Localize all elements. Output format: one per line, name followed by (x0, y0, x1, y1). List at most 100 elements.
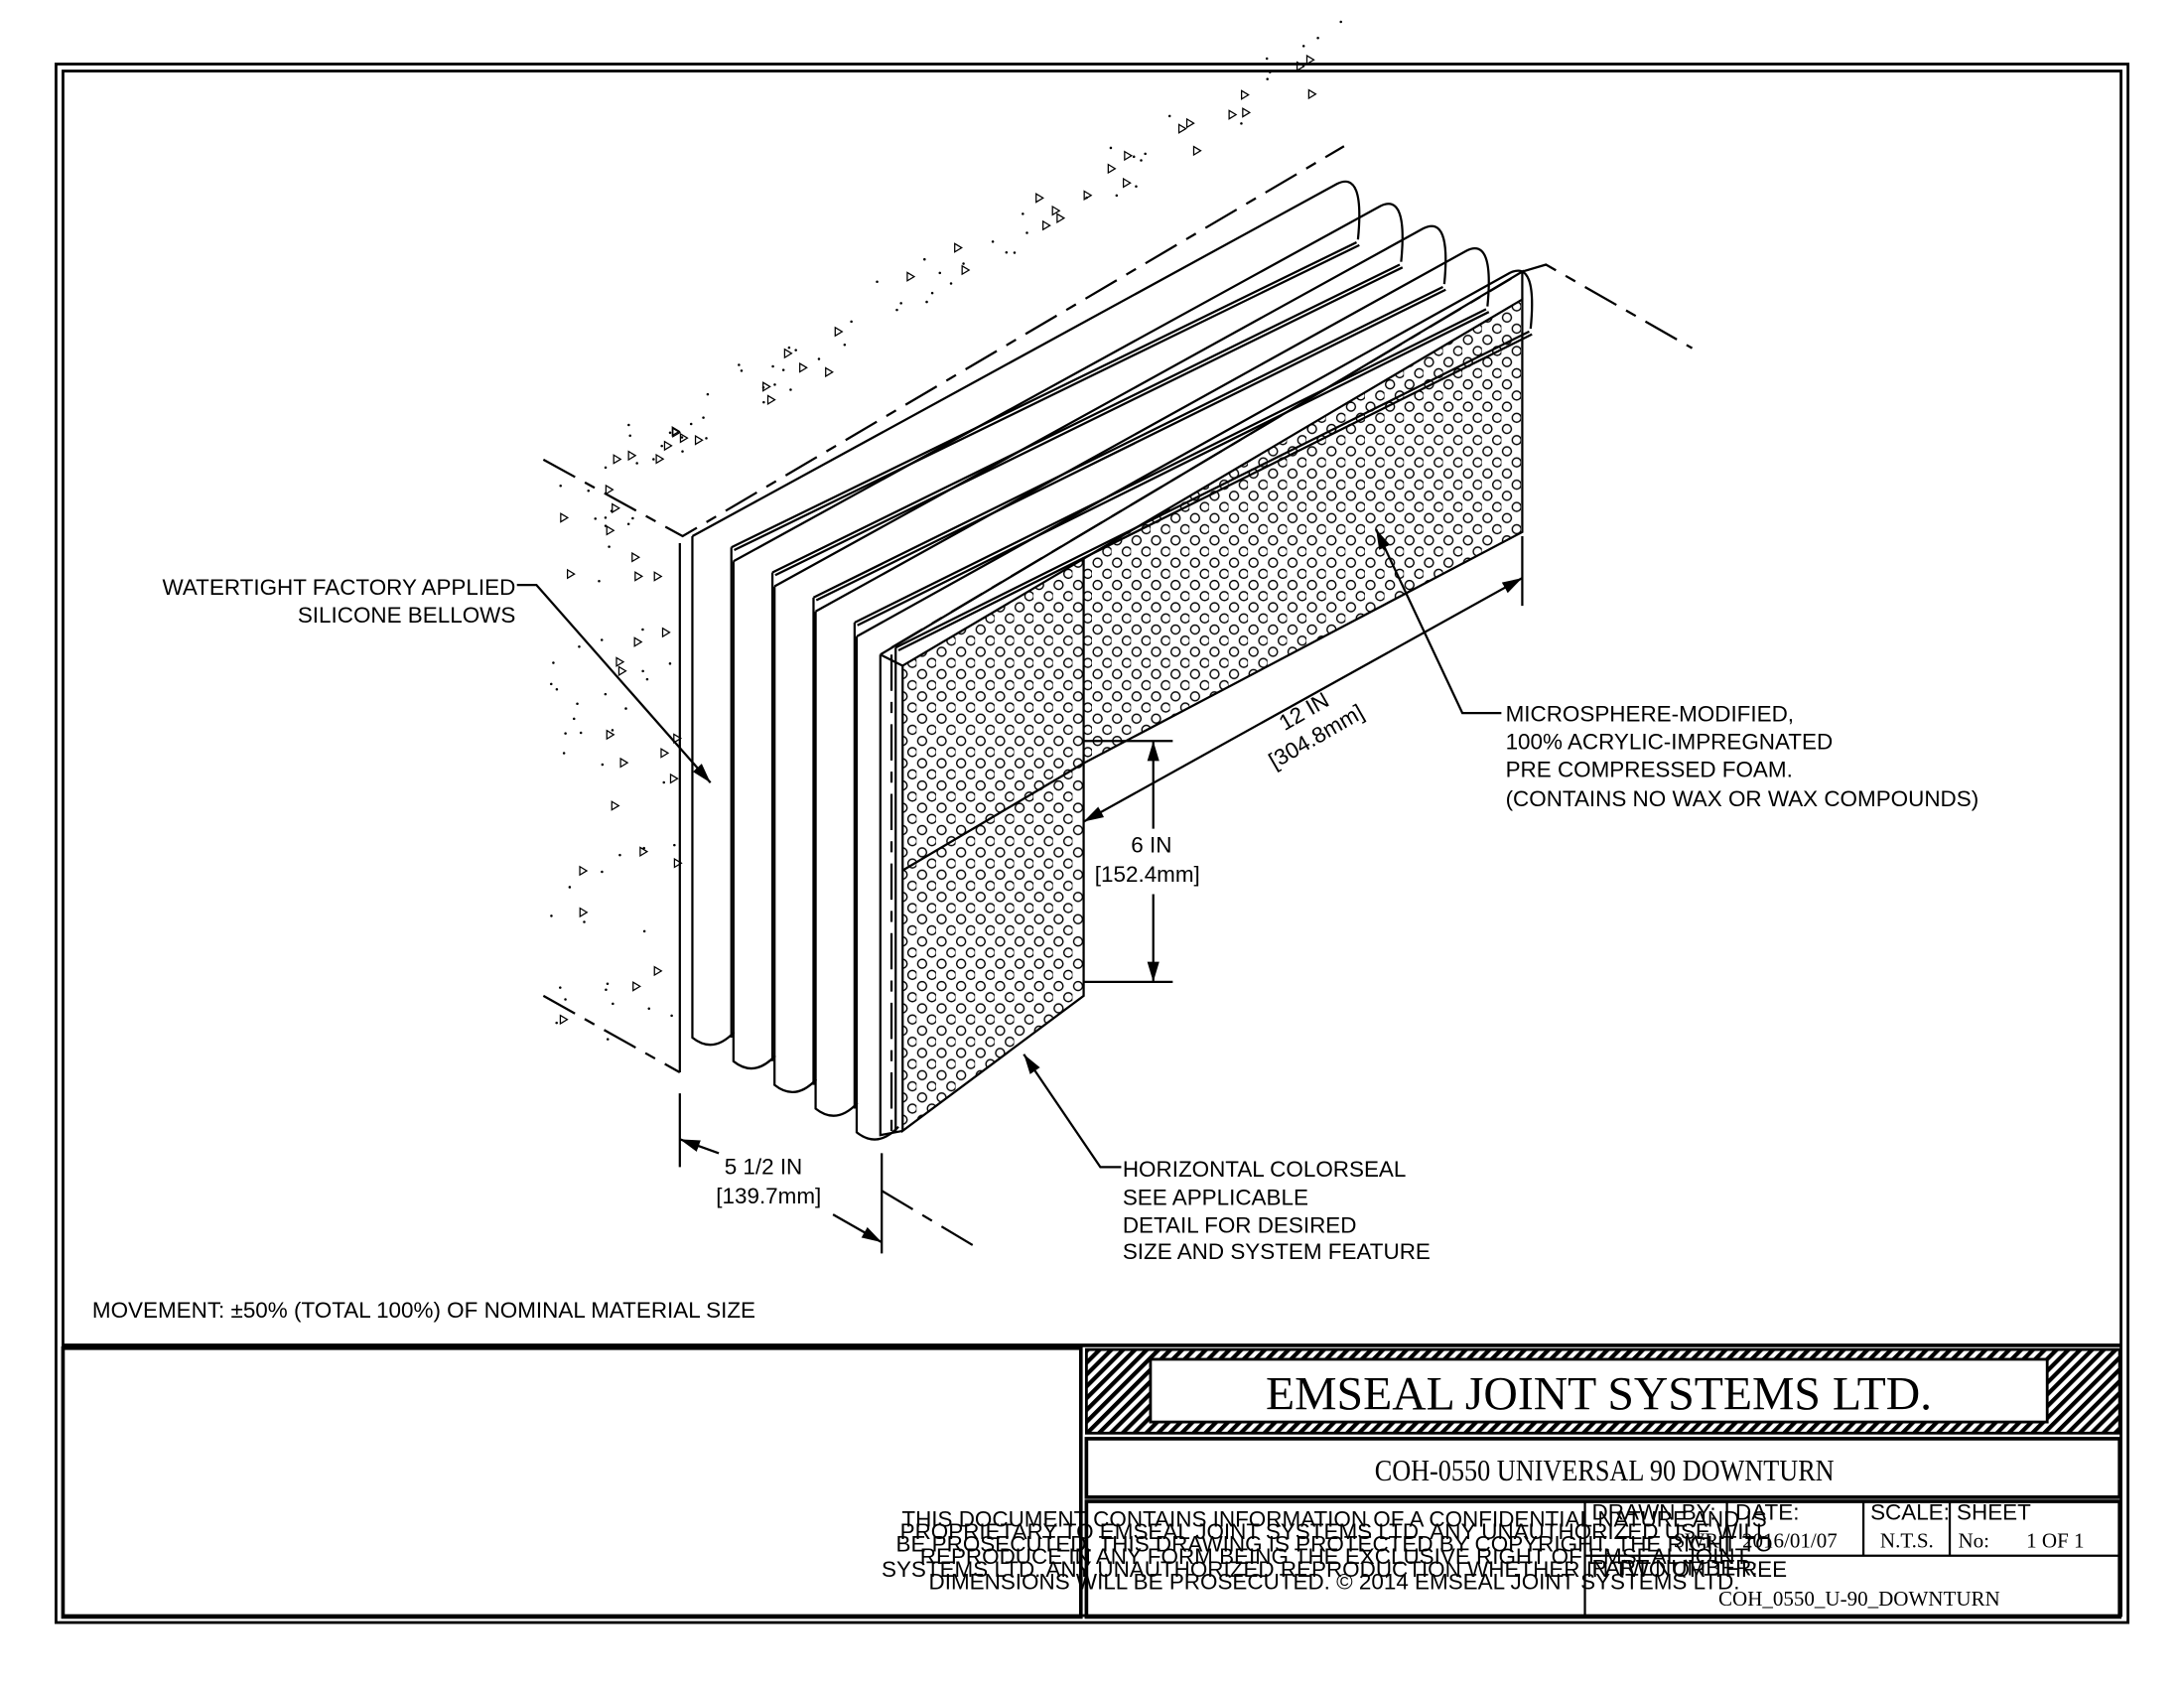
aggregate-mark (1192, 145, 1202, 157)
aggregate-mark (559, 1014, 569, 1026)
aggregate-mark (613, 454, 622, 465)
extension-line (881, 1190, 976, 1248)
aggregate-mark (1140, 159, 1143, 162)
aggregate-mark (1022, 212, 1024, 215)
sheet-value: 1 OF 1 (2026, 1528, 2084, 1552)
aggregate-mark (555, 688, 559, 691)
aggregate-mark (949, 282, 953, 285)
bellows-valley (734, 243, 1360, 552)
aggregate-mark (694, 434, 704, 446)
note-foam: MICROSPHERE-MODIFIED, 100% ACRYLIC-IMPRE… (1375, 528, 1979, 811)
aggregate-mark (606, 524, 615, 536)
aggregate-mark (615, 656, 625, 667)
aggregate-mark (1167, 114, 1171, 118)
aggregate-mark (702, 416, 705, 419)
aggregate-mark (925, 300, 928, 304)
aggregate-mark (794, 349, 797, 352)
title-block: EMSEAL JOINT SYSTEMS LTD. COH-0550 UNIVE… (61, 1343, 2121, 1619)
aggregate-mark (647, 1007, 651, 1011)
aggregate-mark (930, 291, 934, 295)
disclaimer-line: BE PROSECUTED. THIS DRAWING IS PROTECTED… (896, 1532, 1773, 1557)
aggregate-mark (1051, 205, 1061, 216)
aggregate-mark (579, 865, 589, 877)
aggregate-mark (1115, 194, 1119, 198)
bellows-tube (732, 561, 776, 1070)
aggregate-mark (672, 427, 682, 438)
dimension-width: 5 1/2 IN [139.7mm] (678, 1093, 884, 1254)
aggregate-mark (549, 682, 553, 686)
aggregate-mark (1339, 20, 1342, 24)
aggregate-mark (611, 800, 620, 811)
aggregate-mark (626, 522, 630, 526)
aggregate-mark (1124, 150, 1134, 162)
aggregate-mark (617, 665, 627, 677)
bellows-valley (731, 241, 1357, 549)
scale-label: SCALE: (1870, 1499, 1950, 1524)
aggregate-mark (991, 240, 995, 243)
aggregate-mark (1122, 177, 1132, 189)
aggregate-mark (680, 436, 684, 439)
aggregate-mark (1107, 163, 1117, 175)
aggregate-mark (631, 551, 641, 563)
note-line: (CONTAINS NO WAX OR WAX COMPOUNDS) (1506, 786, 1979, 811)
aggregate-mark (781, 368, 785, 371)
aggregate-mark (673, 843, 676, 847)
note-line: SEE APPLICABLE (1123, 1185, 1308, 1209)
precompressed-foam (879, 269, 1524, 1137)
aggregate-mark (562, 752, 566, 755)
aggregate-mark (600, 638, 604, 641)
bellows-valley (771, 263, 1401, 574)
extension-line (1522, 263, 1694, 350)
aggregate-mark (628, 434, 631, 438)
svg-text:12 IN[304.8mm]: 12 IN[304.8mm] (1251, 675, 1368, 774)
aggregate-mark (632, 981, 641, 992)
aggregate-mark (787, 346, 791, 350)
disclaimer-line: SYSTEMS LTD. ANY UNAUTHORIZED REPRODUCTI… (882, 1557, 1787, 1582)
aggregate-mark (1056, 212, 1066, 224)
aggregate-mark (1242, 107, 1252, 118)
aggregate-mark (668, 431, 672, 435)
note-line: SILICONE BELLOWS (298, 603, 515, 628)
aggregate-mark (641, 669, 644, 673)
aggregate-mark (601, 870, 604, 874)
aggregate-mark (876, 280, 879, 284)
disclaimer-line: REPRODUCE IN ANY FORM BEING THE EXCLUSIV… (920, 1544, 1749, 1569)
aggregate-mark (843, 344, 847, 347)
scale-value: N.T.S. (1880, 1528, 1934, 1552)
drawn-by-label: DRAWN BY: (1592, 1499, 1716, 1524)
aggregate-mark (619, 757, 629, 769)
note-line: 100% ACRYLIC-IMPREGNATED (1506, 730, 1834, 755)
aggregate-mark (706, 392, 710, 396)
bellows-crest (773, 224, 1447, 588)
notes-box (61, 1345, 1083, 1619)
dim-height-in: 6 IN (1131, 832, 1171, 857)
aggregate-mark (652, 458, 655, 461)
aggregate-mark (550, 914, 553, 917)
aggregate-mark (608, 545, 611, 548)
aggregate-mark (578, 645, 581, 648)
note-line: MICROSPHERE-MODIFIED, (1506, 702, 1794, 727)
aggregate-mark (783, 348, 793, 359)
aggregate-mark (663, 440, 673, 452)
bellows-valley (812, 285, 1443, 599)
bellows-valley (857, 311, 1490, 627)
aggregate-mark (923, 257, 926, 261)
aggregate-mark (611, 729, 614, 732)
aggregate-mark (738, 363, 741, 366)
aggregate-mark (1296, 61, 1305, 72)
aggregate-mark (624, 707, 627, 710)
aggregate-mark (825, 366, 834, 378)
aggregate-mark (1025, 231, 1028, 234)
aggregate-mark (572, 717, 576, 721)
disclaimer-line: DIMENSIONS WILL BE PROSECUTED. © 2014 EM… (929, 1569, 1740, 1594)
aggregate-mark (1185, 117, 1195, 129)
aggregate-mark (1005, 250, 1009, 254)
aggregate-mark (673, 857, 683, 869)
note-line: PRE COMPRESSED FOAM. (1506, 758, 1793, 782)
aggregate-mark (762, 400, 765, 404)
bellows-crest (856, 269, 1534, 637)
dimension-height: 6 IN [152.4mm] (1083, 740, 1200, 983)
aggregate-mark (1307, 88, 1317, 100)
aggregate-mark (740, 369, 744, 372)
aggregate-mark (789, 388, 792, 391)
